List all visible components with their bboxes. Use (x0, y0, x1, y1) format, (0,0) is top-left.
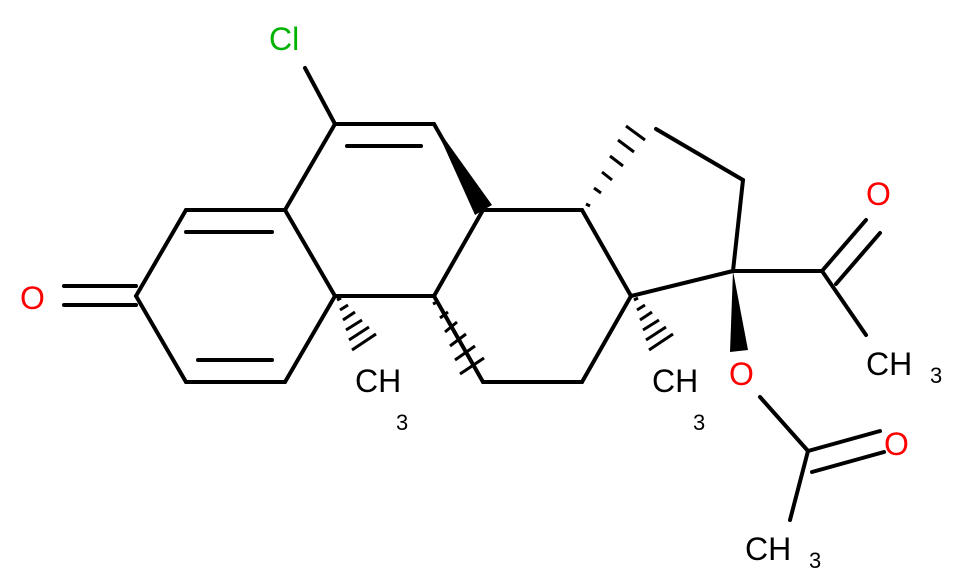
methyl-c13: CH 3 (652, 363, 705, 435)
bond-lines (62, 66, 886, 522)
methyl-acetate: CH 3 (745, 531, 821, 573)
methyl-c13-sub: 3 (693, 410, 705, 435)
methyl-acetyl-label: CH (866, 346, 912, 382)
atom-o-carbonyl: O (884, 426, 909, 462)
atom-labels: Cl O O O O CH 3 CH 3 CH 3 CH 3 (20, 21, 942, 573)
methyl-c10-sub: 3 (396, 410, 408, 435)
methyl-c10-label: CH (355, 363, 401, 399)
atom-o-ester: O (729, 356, 754, 392)
atom-o-acetyl: O (866, 176, 891, 212)
stereo-bonds (336, 124, 748, 376)
methyl-acetyl-sub: 3 (930, 363, 942, 388)
methyl-c13-label: CH (652, 363, 698, 399)
atom-o-ketone: O (20, 280, 45, 316)
methyl-acetate-sub: 3 (809, 548, 821, 573)
methyl-acetate-label: CH (745, 531, 791, 567)
methyl-acetyl: CH 3 (866, 346, 942, 388)
methyl-c10: CH 3 (355, 363, 408, 435)
atom-cl: Cl (269, 21, 299, 57)
